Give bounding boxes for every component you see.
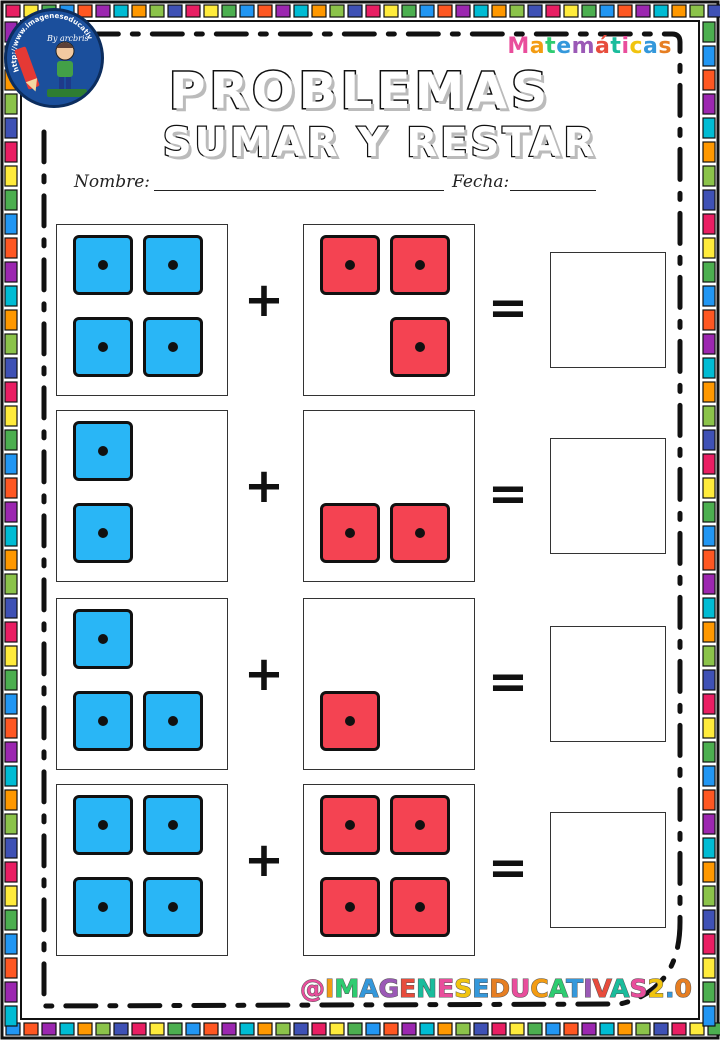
die-one-icon bbox=[73, 317, 133, 377]
die-one-icon bbox=[320, 795, 380, 855]
addend-box-red bbox=[303, 784, 475, 956]
name-label: Nombre: bbox=[74, 172, 151, 192]
die-one-icon bbox=[320, 235, 380, 295]
die-one-icon bbox=[320, 691, 380, 751]
die-one-icon bbox=[73, 421, 133, 481]
addend-box-red bbox=[303, 410, 475, 582]
subject-label: Matemáticas bbox=[507, 34, 672, 59]
die-one-icon bbox=[390, 503, 450, 563]
addend-box-red bbox=[303, 598, 475, 770]
pencil-icon bbox=[14, 46, 40, 92]
die-one-icon bbox=[143, 691, 203, 751]
logo-author: By arcbris bbox=[46, 34, 89, 43]
addend-box-red bbox=[303, 224, 475, 396]
die-one-icon bbox=[143, 317, 203, 377]
addend-box-blue bbox=[56, 410, 228, 582]
die-one-icon bbox=[320, 503, 380, 563]
die-one-icon bbox=[73, 795, 133, 855]
name-field[interactable] bbox=[154, 190, 444, 191]
die-one-icon bbox=[390, 317, 450, 377]
page-title: PROBLEMAS bbox=[167, 61, 552, 122]
equals-sign: = bbox=[487, 840, 529, 896]
problem-row: += bbox=[56, 224, 666, 396]
die-one-icon bbox=[390, 795, 450, 855]
addend-box-blue bbox=[56, 598, 228, 770]
plus-sign: + bbox=[243, 832, 285, 888]
equals-sign: = bbox=[487, 654, 529, 710]
equals-sign: = bbox=[487, 280, 529, 336]
page-subtitle: SUMAR Y RESTAR bbox=[161, 119, 598, 168]
die-one-icon bbox=[73, 609, 133, 669]
addend-box-blue bbox=[56, 784, 228, 956]
die-one-icon bbox=[73, 235, 133, 295]
date-label: Fecha: bbox=[452, 172, 510, 192]
plus-sign: + bbox=[243, 458, 285, 514]
addend-box-blue bbox=[56, 224, 228, 396]
die-one-icon bbox=[73, 691, 133, 751]
die-one-icon bbox=[143, 795, 203, 855]
answer-box[interactable] bbox=[550, 438, 666, 554]
plus-sign: + bbox=[243, 272, 285, 328]
die-one-icon bbox=[73, 503, 133, 563]
equals-sign: = bbox=[487, 466, 529, 522]
footer-handle: @IMAGENESEDUCATIVAS2.0 bbox=[300, 974, 693, 1004]
brand-logo: http://www.imageneseducativas.com By arc… bbox=[4, 8, 104, 108]
die-one-icon bbox=[390, 877, 450, 937]
problem-row: += bbox=[56, 784, 666, 956]
answer-box[interactable] bbox=[550, 812, 666, 928]
name-date-form: Nombre: Fecha: bbox=[74, 170, 614, 196]
kid-icon bbox=[55, 41, 75, 89]
plus-sign: + bbox=[243, 646, 285, 702]
problem-row: += bbox=[56, 410, 666, 582]
answer-box[interactable] bbox=[550, 252, 666, 368]
die-one-icon bbox=[143, 235, 203, 295]
die-one-icon bbox=[390, 235, 450, 295]
die-one-icon bbox=[73, 877, 133, 937]
problem-row: += bbox=[56, 598, 666, 770]
die-one-icon bbox=[320, 877, 380, 937]
date-field[interactable] bbox=[510, 190, 596, 191]
die-one-icon bbox=[143, 877, 203, 937]
answer-box[interactable] bbox=[550, 626, 666, 742]
